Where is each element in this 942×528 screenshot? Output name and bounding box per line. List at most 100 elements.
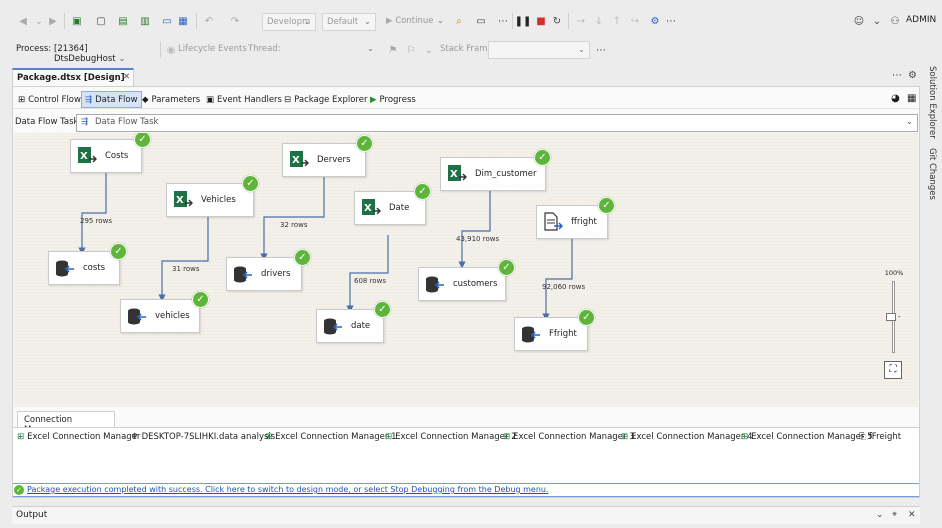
connection-ffreight[interactable]: ⎘fFreight [859,432,902,442]
connection-excel[interactable]: ⊞Excel Connection Manager [17,432,141,442]
ole-db-destination-date[interactable]: date [316,309,384,343]
ole-db-destination-drivers[interactable]: drivers [226,257,302,291]
pin-icon[interactable]: ⌖ [109,72,114,82]
stop-icon[interactable]: ■ [536,15,546,27]
open-folder-icon[interactable]: ▥ [140,15,150,27]
tab-progress[interactable]: ▶Progress [370,94,416,105]
excel-source-drivers[interactable]: X Dervers [282,143,366,177]
zoom-slider-thumb[interactable] [886,313,896,321]
user-name[interactable]: ADMIN [906,15,937,25]
tab-package-explorer[interactable]: ⊟Package Explorer [284,94,368,105]
step-over-icon[interactable]: → [576,15,586,27]
flag-icon[interactable]: ⚑ [388,44,398,56]
continue-button[interactable]: ▶ Continue⌄ [386,16,444,26]
ole-db-destination-icon [426,276,444,293]
lifecycle-events-button[interactable]: Lifecycle Events [178,44,247,54]
save-icon[interactable]: ▭ [162,15,172,27]
ole-db-destination-vehicles[interactable]: vehicles [120,299,200,333]
connection-excel-4[interactable]: ⊞Excel Connection Manager 4 [621,432,753,442]
zoom-icon[interactable]: ◕ [891,93,900,104]
ole-db-destination-costs[interactable]: costs [48,251,120,285]
path-customers[interactable] [458,191,491,269]
fit-to-window-icon[interactable]: ⛶ [884,361,902,379]
flat-file-source-ffright[interactable]: ffright [536,205,608,239]
ole-db-destination-customers[interactable]: customers [418,267,506,301]
more-icon[interactable]: ⋯ [892,70,902,81]
feedback-icon[interactable]: ☺ [853,15,865,27]
package-designer: ⊞Control Flow ⇶Data Flow ◆Parameters ▣Ev… [12,86,920,498]
new-project-icon[interactable]: ▣ [72,15,82,27]
path-costs[interactable] [78,173,107,255]
find-icon[interactable]: ⌕ [456,15,462,27]
platform-combo[interactable]: Default⌄ [322,13,376,31]
data-flow-canvas[interactable]: 295 rows 31 rows 32 rows 608 rows 43,910… [14,133,918,407]
connection-excel-5[interactable]: ⊞Excel Connection Manager 5 [741,432,873,442]
back-icon[interactable]: ◀ [19,15,27,27]
svg-text:X: X [450,169,458,180]
ole-db-destination-icon [234,266,252,283]
connection-oledb[interactable]: ♆DESKTOP-7SLIHKI.data analysis [131,432,276,442]
debug-windows-icon[interactable]: ⚙ [650,15,660,27]
tab-event-handlers[interactable]: ▣Event Handlers [206,94,282,105]
more-icon[interactable]: ⋯ [498,15,508,27]
save-all-icon[interactable]: ▦ [178,15,188,27]
connection-managers-tab[interactable]: Connection Managers [17,411,115,435]
path-vehicles[interactable] [158,217,209,302]
chevron-down-icon[interactable]: ⌄ [872,15,882,27]
thread-combo[interactable]: ⌄ [366,44,374,54]
restart-icon[interactable]: ↻ [552,15,562,27]
ole-db-destination-ffright[interactable]: Ffright [514,317,588,351]
show-next-icon[interactable]: ↪ [630,15,640,27]
excel-source-icon: X [448,165,467,181]
open-icon[interactable]: ▤ [118,15,128,27]
forward-icon[interactable]: ▶ [49,15,57,27]
excel-source-dim-customer[interactable]: X Dim_customer [440,157,546,191]
configuration-combo[interactable]: Developm⌄ [262,13,316,31]
connection-excel-1[interactable]: ⊞Excel Connection Manager 1 [265,432,397,442]
data-flow-task-label: Data Flow Task: [15,117,82,127]
tab-parameters[interactable]: ◆Parameters [142,94,201,105]
variables-icon[interactable]: ▦ [907,93,917,104]
path-date[interactable] [346,235,389,313]
lifecycle-events-icon[interactable]: ◉ [166,44,176,56]
git-changes-tab[interactable]: Git Changes [927,148,937,200]
pin-icon[interactable]: ⌖ [892,510,898,520]
execution-status-link[interactable]: ✓ Package execution completed with succe… [13,483,919,497]
solution-explorer-tab[interactable]: Solution Explorer [927,66,937,139]
stack-frame-combo[interactable]: ⌄ [488,41,590,59]
excel-source-costs[interactable]: X Costs [70,139,142,173]
filter-icon[interactable]: ⚐ [406,44,416,56]
redo-icon[interactable]: ↷ [230,15,240,27]
excel-source-vehicles[interactable]: X Vehicles [166,183,254,217]
add-item-icon[interactable]: ▢ [96,15,106,27]
tab-data-flow[interactable]: ⇶Data Flow [81,91,142,108]
chevron-down-icon[interactable]: ⌄ [424,44,434,56]
close-icon[interactable]: ✕ [908,510,916,520]
package-explorer-icon: ⊟ [284,94,292,105]
document-tab-package[interactable]: Package.dtsx [Design] ⌖ ✕ [12,68,134,87]
account-icon[interactable]: ⚇ [890,15,900,27]
process-combo[interactable]: [21364] DtsDebugHost ⌄ [54,44,126,64]
undo-icon[interactable]: ↶ [204,15,214,27]
connection-excel-2[interactable]: ⊞Excel Connection Manager 2 [385,432,517,442]
output-panel-header[interactable]: Output ⌄ ⌖ ✕ [12,506,920,524]
window-icon[interactable]: ▭ [476,15,486,27]
pause-icon[interactable]: ❚❚ [514,15,532,27]
chevron-down-icon[interactable]: ⌄ [876,510,884,520]
tab-control-flow[interactable]: ⊞Control Flow [18,94,81,105]
more-icon[interactable]: ⋯ [596,44,606,56]
step-into-icon[interactable]: ↓ [594,15,604,27]
step-out-icon[interactable]: ↑ [612,15,622,27]
connection-managers-area[interactable]: ⊞Excel Connection Manager ♆DESKTOP-7SLIH… [13,427,919,483]
data-flow-task-combo[interactable]: ⇶ Data Flow Task ⌄ [76,114,918,132]
gear-icon[interactable]: ⚙ [908,70,917,81]
path-ffright[interactable] [542,239,573,321]
excel-source-date[interactable]: X Date [354,191,426,225]
process-label: Process: [16,44,52,54]
path-drivers[interactable] [260,177,325,261]
more-icon[interactable]: ⋯ [666,15,676,27]
chevron-down-icon[interactable]: ⌄ [34,15,44,27]
connection-excel-3[interactable]: ⊞Excel Connection Manager 3 [503,432,635,442]
close-icon[interactable]: ✕ [123,72,131,82]
